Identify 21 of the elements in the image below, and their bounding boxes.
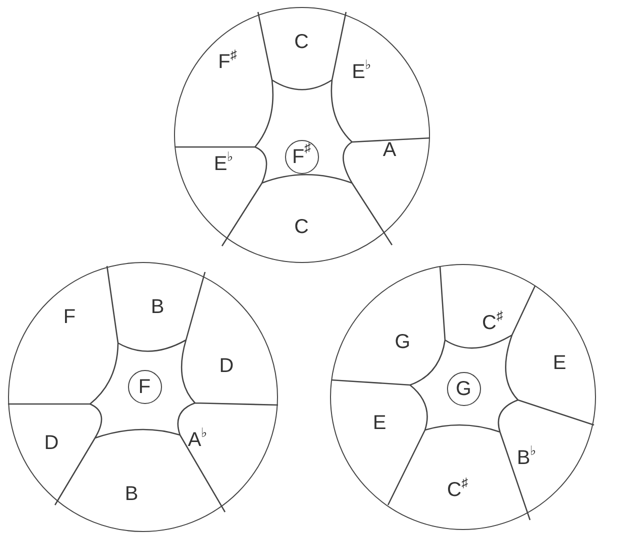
note-label: F (63, 306, 76, 326)
note-label: G (394, 332, 410, 352)
center-note-circle: G (446, 372, 480, 406)
note-label: B (124, 484, 138, 504)
note-label: C$^{♯}$ (447, 480, 468, 500)
note-label: E (552, 352, 566, 372)
note-label: A (382, 140, 396, 160)
note-label: F$^{♯}$ (218, 52, 237, 72)
note-label: B$^{♭}$ (516, 448, 536, 468)
note-label: C (294, 32, 309, 52)
center-note-circle: F (128, 370, 162, 404)
note-label: C (294, 216, 309, 236)
note-label: B (150, 296, 164, 316)
note-label: D (44, 432, 59, 452)
note-label: E$^{♭}$ (214, 154, 234, 174)
note-label: A$^{♭}$ (188, 430, 208, 450)
note-label: E (372, 412, 386, 432)
note-label: D (219, 356, 234, 376)
note-label: C$^{♯}$ (482, 312, 503, 332)
center-note-circle: F$^{♯}$ (284, 140, 318, 174)
note-label: E$^{♭}$ (352, 62, 372, 82)
